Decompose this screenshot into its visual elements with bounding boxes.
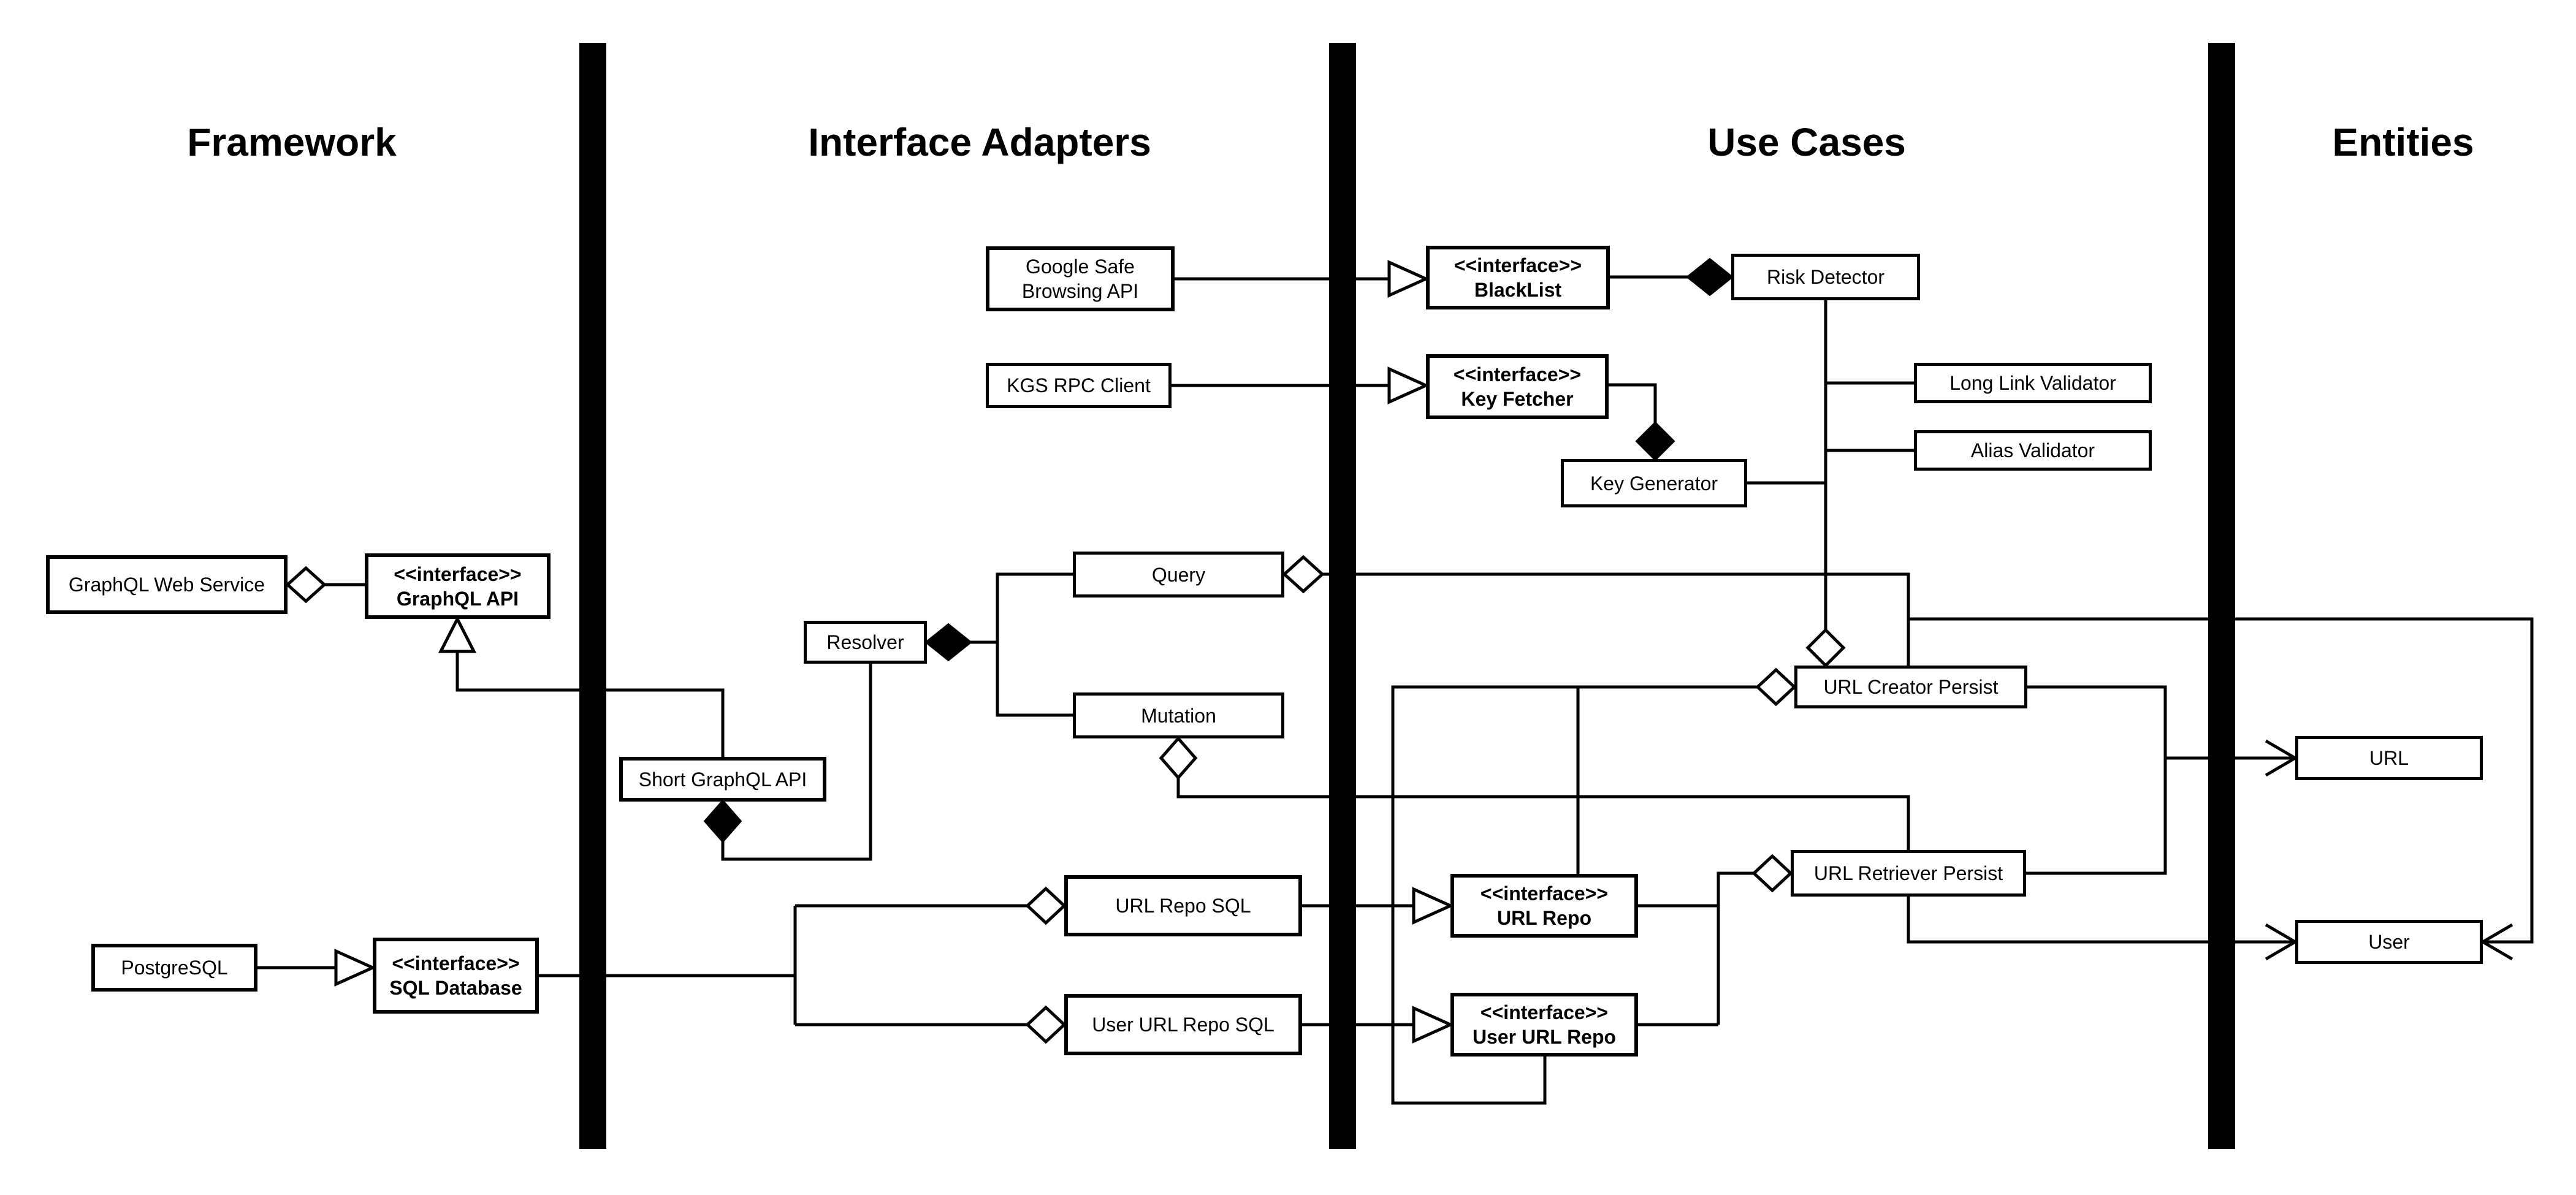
node-label: Browsing API xyxy=(1021,280,1139,302)
node-label: Google Safe xyxy=(1026,256,1135,278)
realization-triangle-icon xyxy=(1387,260,1430,298)
aggregation-diamond-icon xyxy=(1805,628,1846,668)
stereotype-label: <<interface>> xyxy=(1454,254,1582,276)
node-alias-validator[interactable]: Alias Validator xyxy=(1914,430,2152,471)
node-url-creator-persist[interactable]: URL Creator Persist xyxy=(1794,666,2027,708)
node-label: PostgreSQL xyxy=(121,957,228,979)
node-label: User xyxy=(2368,931,2410,953)
node-label: Long Link Validator xyxy=(1949,372,2116,394)
node-query[interactable]: Query xyxy=(1073,552,1284,598)
aggregation-diamond-icon xyxy=(1025,886,1067,925)
stereotype-label: <<interface>> xyxy=(1480,882,1609,905)
realization-triangle-icon xyxy=(1412,887,1455,925)
node-url-repo-interface[interactable]: <<interface>> URL Repo xyxy=(1450,874,1638,938)
layer-separator-bar-1 xyxy=(579,43,606,1149)
aggregation-diamond-icon xyxy=(1282,555,1325,594)
composition-diamond-icon xyxy=(703,799,742,843)
stereotype-label: <<interface>> xyxy=(1480,1001,1609,1023)
aggregation-diamond-icon xyxy=(1751,854,1793,893)
node-graphql-web-service[interactable]: GraphQL Web Service xyxy=(46,555,288,614)
node-label: Key Generator xyxy=(1590,472,1718,495)
node-user-entity[interactable]: User xyxy=(2295,920,2483,964)
aggregation-diamond-icon xyxy=(1159,736,1198,780)
node-label: URL Repo xyxy=(1496,907,1592,929)
node-label: Risk Detector xyxy=(1766,266,1885,288)
node-long-link-validator[interactable]: Long Link Validator xyxy=(1914,363,2152,403)
composition-diamond-icon xyxy=(1685,257,1734,297)
node-graphql-api-interface[interactable]: <<interface>> GraphQL API xyxy=(365,553,551,619)
realization-triangle-icon xyxy=(1387,366,1430,404)
stereotype-label: <<interface>> xyxy=(392,952,520,974)
arrowhead-icon xyxy=(2480,923,2513,961)
node-risk-detector[interactable]: Risk Detector xyxy=(1731,254,1920,300)
node-label: User URL Repo xyxy=(1472,1026,1617,1048)
node-user-url-repo-sql[interactable]: User URL Repo SQL xyxy=(1064,994,1302,1055)
aggregation-diamond-icon xyxy=(285,566,327,604)
node-key-generator[interactable]: Key Generator xyxy=(1561,459,1747,507)
node-user-url-repo-interface[interactable]: <<interface>> User URL Repo xyxy=(1450,993,1638,1057)
aggregation-line-repos-to-url-retriever-persist xyxy=(1638,871,1754,1026)
node-label: GraphQL API xyxy=(396,587,519,610)
node-resolver[interactable]: Resolver xyxy=(804,621,927,664)
node-label: URL Creator Persist xyxy=(1823,676,1999,698)
layer-title-entities: Entities xyxy=(2332,120,2474,164)
aggregation-line-sql-database-branch xyxy=(539,904,1027,1026)
node-label: BlackList xyxy=(1474,279,1562,301)
line-url-retriever-persist-to-user-entity xyxy=(1907,897,2295,944)
aggregation-diamond-icon xyxy=(1755,667,1797,707)
layer-title-framework: Framework xyxy=(187,120,397,164)
composition-branch-to-query-and-mutation xyxy=(996,572,1073,717)
node-kgs-rpc-client[interactable]: KGS RPC Client xyxy=(986,363,1172,408)
layer-title-interface-adapters: Interface Adapters xyxy=(808,120,1151,164)
stereotype-label: <<interface>> xyxy=(1453,363,1582,385)
node-label: User URL Repo SQL xyxy=(1092,1014,1275,1036)
aggregation-line-query-to-url-creator-persist xyxy=(1322,572,1910,666)
node-url-entity[interactable]: URL xyxy=(2295,736,2483,780)
line-url-creator-persist-right-column xyxy=(2026,685,2167,875)
node-label: Short GraphQL API xyxy=(638,768,807,791)
composition-diamond-icon xyxy=(924,623,973,662)
aggregation-line-mutation-to-url-retriever-persist xyxy=(1176,778,1910,850)
node-google-safe-browsing-api[interactable]: Google Safe Browsing API xyxy=(986,246,1175,311)
node-label: Mutation xyxy=(1141,704,1216,727)
node-label: SQL Database xyxy=(389,977,522,999)
node-url-retriever-persist[interactable]: URL Retriever Persist xyxy=(1791,850,2026,897)
stereotype-label: <<interface>> xyxy=(394,563,522,585)
node-label: URL Repo SQL xyxy=(1115,895,1251,917)
layer-separator-bar-3 xyxy=(2208,43,2235,1149)
node-url-repo-sql[interactable]: URL Repo SQL xyxy=(1064,875,1302,936)
composition-line-key-fetcher-to-key-generator xyxy=(1609,383,1657,423)
node-blacklist-interface[interactable]: <<interface>> BlackList xyxy=(1426,246,1610,309)
node-label: Alias Validator xyxy=(1970,439,2095,461)
aggregation-line-url-creator-persist-to-user-url-repo xyxy=(1391,685,1758,1105)
node-label: Resolver xyxy=(826,631,904,653)
node-short-graphql-api[interactable]: Short GraphQL API xyxy=(619,757,826,802)
node-postgresql[interactable]: PostgreSQL xyxy=(91,944,257,992)
node-sql-database-interface[interactable]: <<interface>> SQL Database xyxy=(373,938,539,1014)
node-label: GraphQL Web Service xyxy=(68,574,265,596)
node-label: KGS RPC Client xyxy=(1007,374,1151,396)
composition-diamond-icon xyxy=(1635,421,1675,461)
composition-line-short-graphql-api-to-resolver xyxy=(721,664,872,861)
node-label: URL Retriever Persist xyxy=(1813,862,2003,884)
node-label: URL xyxy=(2369,747,2409,769)
node-key-fetcher-interface[interactable]: <<interface>> Key Fetcher xyxy=(1426,354,1609,419)
realization-triangle-icon xyxy=(334,949,377,987)
layer-separator-bar-2 xyxy=(1329,43,1356,1149)
node-label: Query xyxy=(1151,563,1206,586)
aggregation-diamond-icon xyxy=(1025,1005,1067,1044)
realization-triangle-icon xyxy=(1412,1006,1455,1044)
realization-triangle-icon xyxy=(438,615,477,653)
layer-title-use-cases: Use Cases xyxy=(1707,120,1906,164)
node-label: Key Fetcher xyxy=(1461,388,1574,410)
node-mutation[interactable]: Mutation xyxy=(1073,692,1284,738)
